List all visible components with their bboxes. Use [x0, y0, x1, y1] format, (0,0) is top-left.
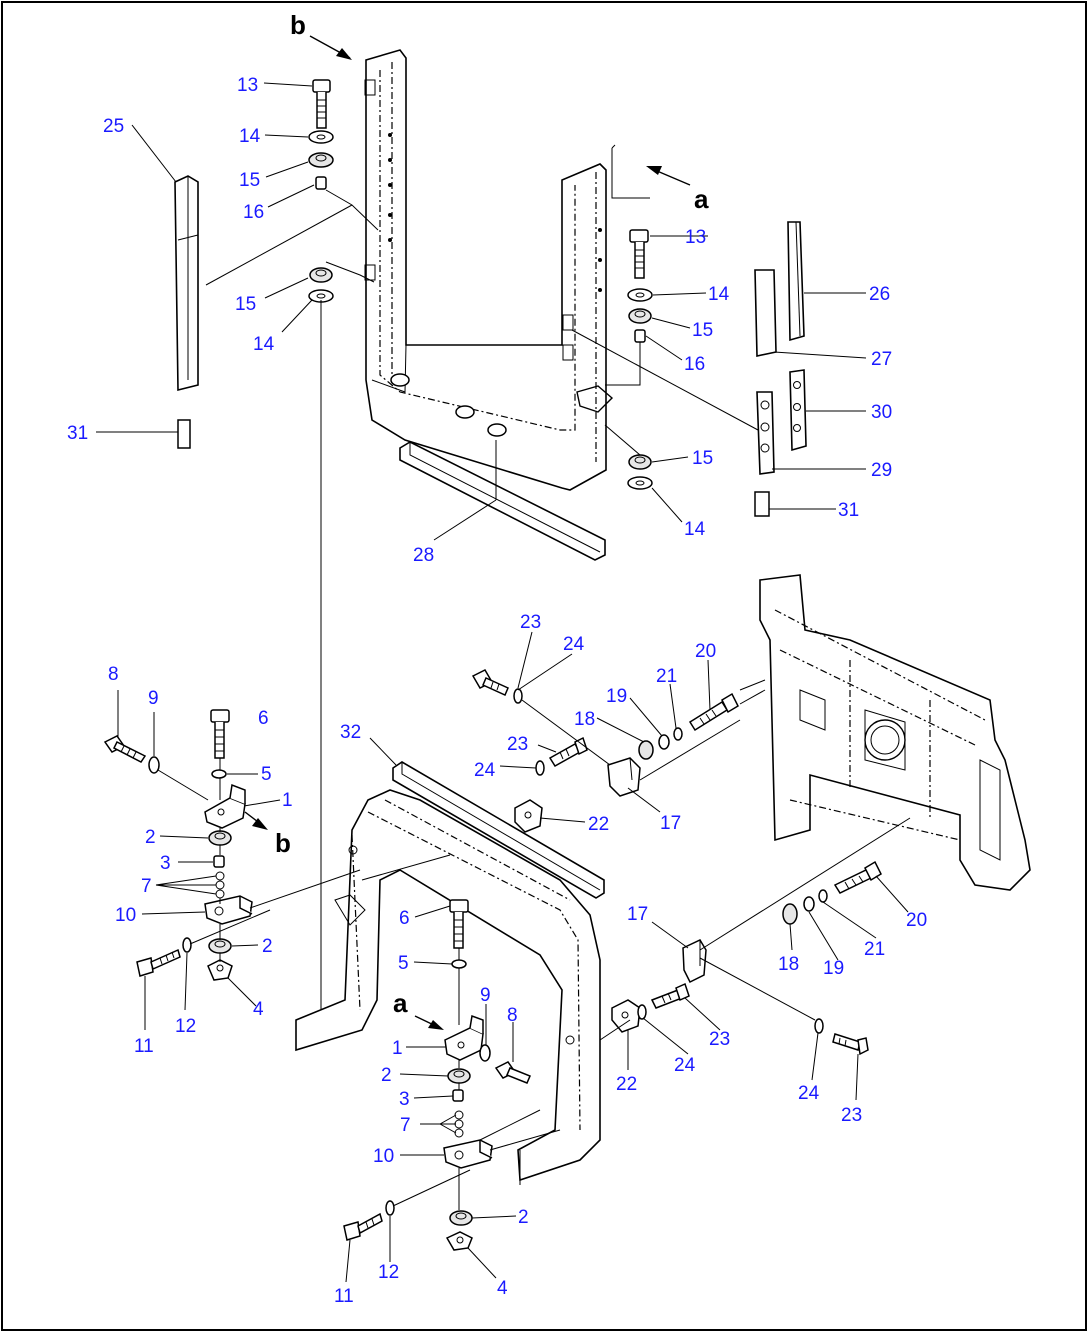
callout-1-center: 1 [392, 1038, 403, 1059]
callout-labels: 13 14 15 16 15 14 25 31 13 14 15 16 15 1… [67, 75, 927, 1307]
callout-24-lower-left: 24 [674, 1055, 696, 1076]
upper-frame [364, 49, 614, 491]
callout-31-right: 31 [838, 500, 859, 521]
mid-lower-hardware [599, 817, 911, 1056]
callout-8-left: 8 [108, 664, 119, 685]
callout-24-lower-right: 24 [798, 1083, 820, 1104]
callout-13-left: 13 [237, 75, 258, 96]
callout-17-lower: 17 [627, 904, 648, 925]
view-arrows: b a b a [244, 10, 709, 1030]
callout-7-center: 7 [400, 1115, 411, 1136]
upper-center-lines [205, 148, 759, 1040]
callout-5-left: 5 [261, 764, 272, 785]
callout-19-lower: 19 [823, 958, 844, 979]
callout-23-upper: 23 [520, 612, 541, 633]
callout-18-upper: 18 [574, 709, 595, 730]
view-label-b-mid: b [275, 828, 291, 858]
callout-20-lower: 20 [906, 910, 927, 931]
callout-21-upper: 21 [656, 666, 677, 687]
bar-28 [399, 441, 606, 561]
callout-15-left-top: 15 [239, 170, 260, 191]
callout-16-right: 16 [684, 354, 705, 375]
upper-left-hardware [308, 79, 334, 303]
view-label-a-mid: a [393, 988, 408, 1018]
callout-16-left: 16 [243, 202, 264, 223]
callout-7-left: 7 [141, 876, 152, 897]
callout-10-center: 10 [373, 1146, 394, 1167]
callout-1-left: 1 [282, 790, 293, 811]
callout-32: 32 [340, 722, 361, 743]
left-hinge-hardware [103, 709, 451, 981]
callout-8-center: 8 [507, 1005, 518, 1026]
callout-14-left-top: 14 [239, 126, 261, 147]
leader-lines [96, 82, 909, 1283]
callout-3-center: 3 [399, 1089, 410, 1110]
callout-5-center: 5 [398, 953, 409, 974]
callout-12-left: 12 [175, 1016, 196, 1037]
callout-2-left-top: 2 [145, 827, 156, 848]
callout-15-right-top: 15 [692, 320, 713, 341]
callout-23-lower-right: 23 [841, 1105, 862, 1126]
callout-29: 29 [871, 460, 892, 481]
callout-23-mid: 23 [507, 734, 528, 755]
callout-20-upper: 20 [695, 641, 716, 662]
callout-6-left: 6 [258, 708, 269, 729]
callout-25: 25 [103, 116, 124, 137]
callout-13-right: 13 [685, 227, 706, 248]
callout-3-left: 3 [160, 853, 171, 874]
callout-24-mid: 24 [474, 760, 496, 781]
callout-2-center-bottom: 2 [518, 1207, 529, 1228]
rear-frame [759, 574, 1031, 891]
callout-15-right-bottom: 15 [692, 448, 713, 469]
pillar-cover-25 [174, 175, 199, 392]
callout-2-left-bottom: 2 [262, 936, 273, 957]
callout-22-upper: 22 [588, 814, 609, 835]
callout-21-lower: 21 [864, 939, 885, 960]
mid-upper-hardware [471, 669, 766, 833]
callout-30: 30 [871, 402, 892, 423]
cap-31-left [177, 419, 191, 449]
callout-11-center: 11 [334, 1286, 354, 1307]
callout-4-center: 4 [497, 1278, 508, 1299]
callout-23-lower-left: 23 [709, 1029, 730, 1050]
callout-10-left: 10 [115, 905, 136, 926]
callout-22-lower: 22 [616, 1074, 637, 1095]
callout-14-right-bottom: 14 [684, 519, 706, 540]
callout-2-center-top: 2 [381, 1065, 392, 1086]
lower-frame [295, 789, 601, 1185]
callout-24-upper: 24 [563, 634, 585, 655]
callout-14-left-bottom: 14 [253, 334, 275, 355]
callout-31-left: 31 [67, 423, 88, 444]
callout-18-lower: 18 [778, 954, 799, 975]
bar-32 [392, 761, 605, 899]
callout-27: 27 [871, 349, 892, 370]
callout-14-right-top: 14 [708, 284, 730, 305]
callout-17-upper: 17 [660, 813, 681, 834]
callout-26: 26 [869, 284, 890, 305]
view-label-b-top: b [290, 10, 306, 40]
callout-4-left: 4 [253, 999, 264, 1020]
upper-right-hardware [627, 229, 653, 490]
callout-9-center: 9 [480, 985, 491, 1006]
callout-11-left: 11 [134, 1036, 154, 1057]
callout-28: 28 [413, 545, 434, 566]
callout-19-upper: 19 [606, 686, 627, 707]
trim-parts-right [754, 221, 807, 517]
view-label-a-top: a [694, 184, 709, 214]
callout-9-left: 9 [148, 688, 159, 709]
callout-12-center: 12 [378, 1262, 399, 1283]
callout-6-center: 6 [399, 908, 410, 929]
callout-15-left-bottom: 15 [235, 294, 256, 315]
